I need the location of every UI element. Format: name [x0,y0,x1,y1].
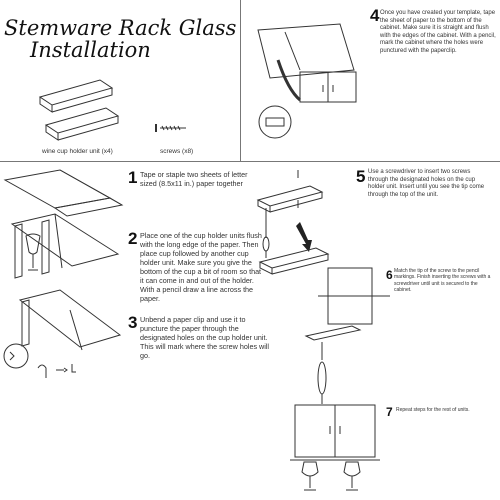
step-2-text: Place one of the cup holder units flush … [140,231,262,303]
paper-sheets-illustration [3,169,124,217]
step-1-text: Tape or staple two sheets of letter size… [140,170,248,188]
holder-with-screws-illustration [258,247,330,275]
vertical-divider [240,0,241,161]
cup-holder-unit-illustration [38,79,120,141]
horizontal-divider [0,161,500,162]
template-layout-illustration [10,213,120,279]
page-title-line-2: Installation [30,38,151,62]
finished-cabinet-illustration [290,404,380,491]
page-title-line-1: Stemware Rack Glass [4,16,237,40]
arrow-down-icon [296,222,312,252]
step-5-text: Use a screwdriver to insert two screws t… [368,169,485,198]
paperclip-illustration [3,289,122,378]
step-2-number: 2 [128,229,138,248]
step-1-number: 1 [128,168,138,187]
step-4-number: 4 [370,6,380,25]
cabinet-template-illustration [257,23,357,139]
attach-to-cabinet-illustration [304,267,390,404]
holder-unit-caption: wine cup holder unit (x4) [42,148,113,155]
step-7-number: 7 [386,405,393,419]
step-4-text: Once you have created your template, tap… [380,10,496,54]
step-7-text: Repeat steps for the rest of units. [396,407,470,413]
step-5-number: 5 [356,167,366,186]
screw-insertion-illustration [256,170,324,258]
step-3-text: Unbend a paper clip and use it to punctu… [140,315,270,360]
screw-illustration [155,124,186,132]
step-3-number: 3 [128,313,138,332]
screws-caption: screws (x8) [160,148,194,155]
step-6-number: 6 [386,268,393,282]
step-6-text: Match the tip of the screw to the pencil… [394,268,491,294]
